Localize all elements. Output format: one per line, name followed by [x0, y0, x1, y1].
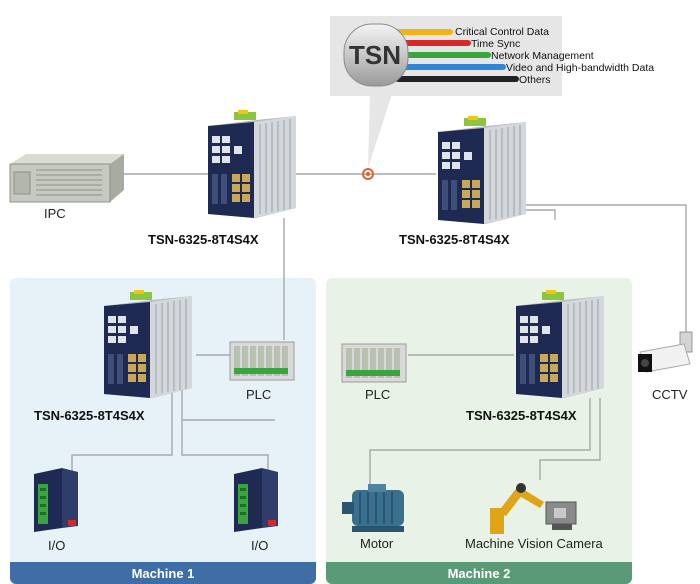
plc-machine2-label: PLC — [365, 387, 391, 402]
switch-top-right-icon — [438, 116, 526, 224]
cctv-icon — [638, 331, 693, 373]
machine2-title: Machine 2 — [326, 562, 632, 584]
legend-item-others: Others — [519, 74, 551, 86]
machine-vision-camera-icon — [490, 483, 577, 534]
ipc-icon — [9, 154, 124, 203]
switch-machine2-icon — [516, 290, 604, 398]
machine-vision-camera-label: Machine Vision Camera — [465, 536, 603, 551]
switch-top-left-icon — [208, 110, 296, 218]
tsn-cable-bundle — [343, 23, 519, 87]
switch-machine2-label: TSN-6325-8T4S4X — [466, 408, 577, 423]
legend-item-critical-control-data: Critical Control Data — [455, 26, 549, 38]
motor-label: Motor — [360, 536, 394, 551]
callout-pointer — [368, 94, 392, 168]
cctv-label: CCTV — [652, 387, 688, 402]
io-left-icon — [34, 468, 78, 532]
io-right-label: I/O — [251, 538, 269, 553]
legend-item-network-management: Network Management — [491, 50, 594, 62]
switch-machine1-label: TSN-6325-8T4S4X — [34, 408, 145, 423]
plc-machine1-icon — [229, 341, 295, 381]
legend-item-video-high-bandwidth: Video and High-bandwidth Data — [506, 62, 655, 74]
tsn-logo-text: TSN — [349, 40, 401, 70]
io-right-icon — [234, 468, 278, 532]
plc-machine2-icon — [341, 343, 407, 383]
switch-machine1-icon — [104, 290, 192, 398]
motor-icon — [342, 484, 404, 532]
machine1-title: Machine 1 — [10, 562, 316, 584]
legend-item-time-sync: Time Sync — [471, 38, 521, 50]
switch-top-left-label: TSN-6325-8T4S4X — [148, 232, 259, 247]
ipc-label: IPC — [44, 206, 66, 221]
switch-top-right-label: TSN-6325-8T4S4X — [399, 232, 510, 247]
io-left-label: I/O — [48, 538, 66, 553]
plc-machine1-label: PLC — [246, 387, 272, 402]
